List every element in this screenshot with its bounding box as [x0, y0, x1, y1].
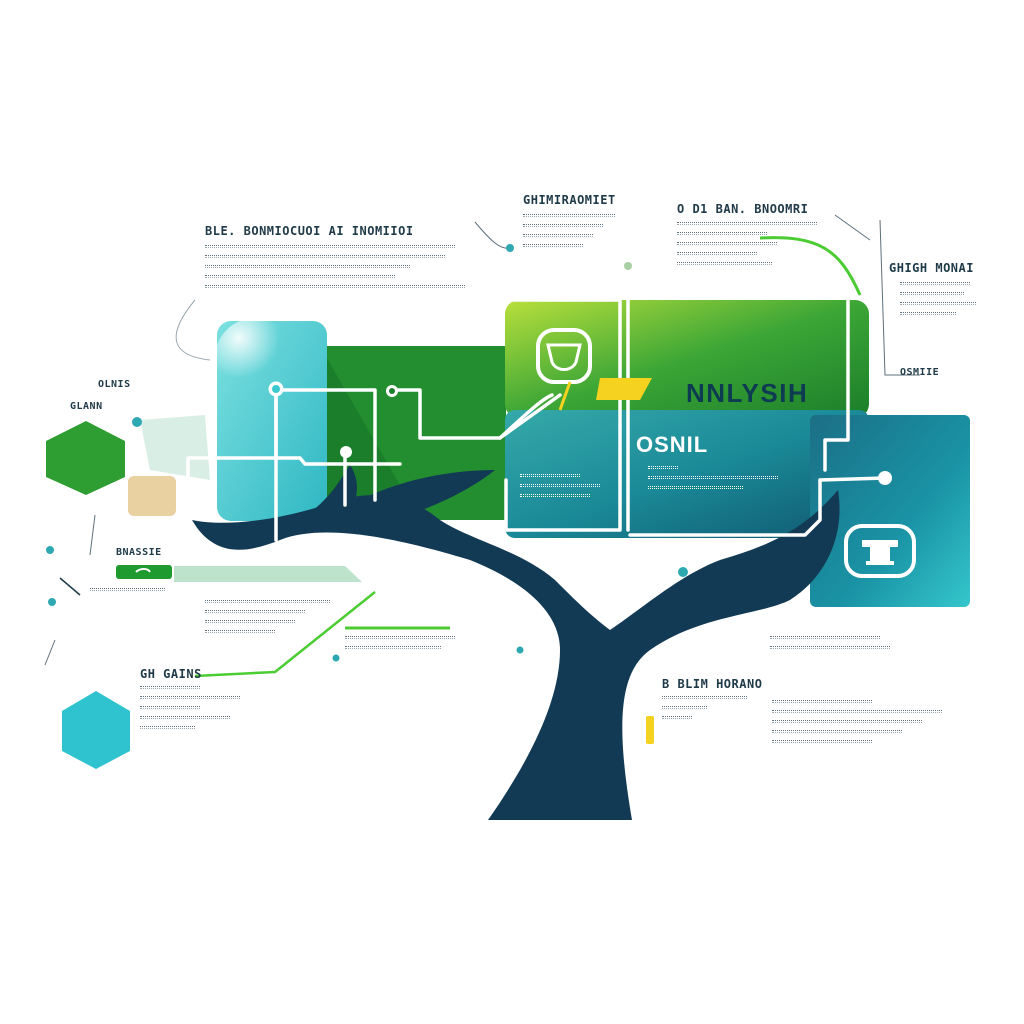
pillar-icon [844, 524, 916, 578]
panel-title: NNLYSIH [686, 378, 809, 408]
green-tag [116, 565, 172, 579]
text-block-bottom-left [140, 686, 250, 736]
right-small-label: OSMIIE [900, 367, 940, 378]
tan-block [128, 476, 176, 516]
circuit-lines [186, 298, 887, 542]
tree-branch-left [300, 465, 357, 520]
text-block-left-mid [205, 600, 335, 640]
yellow-tag-icon [596, 378, 652, 400]
tree-trunk [192, 490, 840, 820]
panel-teal [505, 410, 869, 538]
text-block-bottom-right-a [662, 696, 752, 726]
text-block-panel-right [648, 466, 788, 496]
text-block-top-center [523, 214, 623, 254]
text-block-top-right [677, 222, 827, 272]
panel-subtitle: OSNIL [636, 432, 709, 457]
top-left-heading: BLE. BONMIOCUOI AI INOMIIOI [205, 224, 414, 238]
text-block-right [900, 282, 980, 322]
text-block-center-mid [345, 636, 465, 656]
top-center-heading: GHIMIRAOMIET [523, 193, 616, 207]
left-small-label-2: GLANN [70, 401, 103, 412]
gateway-icon [536, 328, 592, 411]
text-block-panel-left [520, 474, 610, 504]
panel-green [505, 300, 869, 418]
bottom-left-heading: GH GAINS [140, 667, 202, 681]
hexagon-green-icon [46, 421, 125, 495]
panel-teal-right [810, 415, 970, 607]
text-block-far-left [90, 588, 170, 598]
bottom-right-heading: B BLIM HORANO [662, 677, 763, 691]
top-right-heading: O D1 BAN. BNOOMRI [677, 202, 809, 216]
right-heading: GHIGH MONAI [889, 261, 974, 275]
text-block-top-left [205, 245, 465, 295]
text-block-bottom-right-c [772, 700, 952, 750]
hexagon-cyan-icon [62, 691, 130, 769]
left-small-label-1: OLNIS [98, 379, 131, 390]
tree-branch-upper [360, 470, 495, 520]
text-block-bottom-right-b [770, 636, 950, 656]
pale-shape-left [140, 415, 210, 480]
left-tag-label: BNASSIE [116, 547, 162, 558]
